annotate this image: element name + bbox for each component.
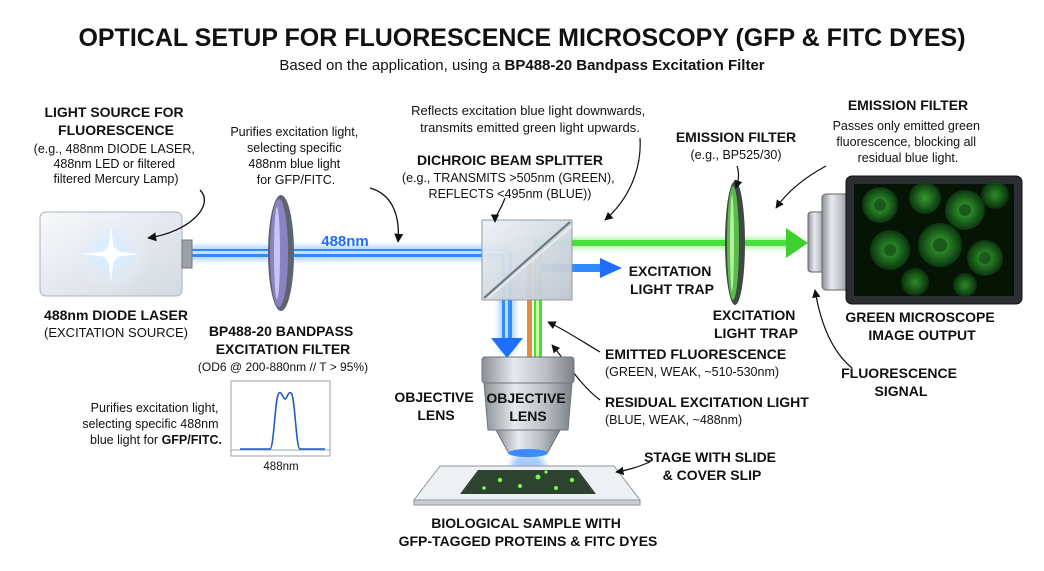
laser-sublabel: (EXCITATION SOURCE) bbox=[44, 325, 188, 340]
excitation-filter-note: Purifies excitation light, selecting spe… bbox=[230, 125, 361, 187]
residual-excitation-detail: (BLUE, WEAK, ~488nm) bbox=[605, 413, 742, 427]
residual-blue-beam bbox=[527, 256, 532, 358]
subtitle-prefix: Based on the application, using a bbox=[279, 57, 504, 74]
emission-filter-heading: EMISSION FILTER bbox=[676, 129, 796, 145]
emitted-fluorescence-pointer bbox=[547, 321, 601, 353]
dichroic-cube bbox=[481, 219, 573, 301]
dichroic-pointer-a bbox=[490, 197, 506, 223]
emission-filter-lens bbox=[725, 181, 745, 305]
dichroic-pointer-b bbox=[604, 137, 641, 221]
page-subtitle: Based on the application, using a BP488-… bbox=[279, 57, 764, 74]
emission-filter-detail: (e.g., BP525/30) bbox=[690, 148, 781, 162]
emission-filter-top-pointer bbox=[775, 165, 827, 209]
excitation-trap-label-2: EXCITATION LIGHT TRAP bbox=[713, 307, 800, 341]
camera bbox=[807, 193, 851, 291]
emitted-fluorescence-detail: (GREEN, WEAK, ~510-530nm) bbox=[605, 365, 779, 379]
dichroic-note: Reflects excitation blue light downwards… bbox=[411, 103, 649, 135]
dichroic-heading: DICHROIC BEAM SPLITTER bbox=[417, 152, 603, 168]
laser-label: 488nm DIODE LASER bbox=[44, 307, 188, 323]
emitted-fluorescence-heading: EMITTED FLUORESCENCE bbox=[605, 346, 786, 362]
light-source-heading: LIGHT SOURCE FOR FLUORESCENCE bbox=[44, 104, 187, 138]
sample-label: BIOLOGICAL SAMPLE WITH GFP-TAGGED PROTEI… bbox=[399, 515, 658, 549]
fluorescence-signal-pointer bbox=[812, 289, 853, 369]
stage-label: STAGE WITH SLIDE & COVER SLIP bbox=[644, 449, 780, 483]
fluorescence-signal-label: FLUORESCENCE SIGNAL bbox=[841, 365, 961, 399]
excitation-filter-spec: (OD6 @ 200-880nm // T > 95%) bbox=[198, 360, 368, 374]
camera-label: GREEN MICROSCOPE IMAGE OUTPUT bbox=[845, 309, 998, 343]
objective-lens bbox=[481, 356, 575, 457]
residual-excitation-heading: RESIDUAL EXCITATION LIGHT bbox=[605, 394, 809, 410]
excitation-filter-lens bbox=[268, 195, 294, 311]
beam-wavelength-label: 488nm bbox=[321, 233, 369, 250]
emission-filter-pointer bbox=[734, 165, 743, 189]
objective-body-label: OBJECTIVE LENS bbox=[486, 390, 569, 424]
stage-slide bbox=[412, 465, 642, 506]
page-title: OPTICAL SETUP FOR FLUORESCENCE MICROSCOP… bbox=[78, 24, 965, 52]
excitation-trap-label: EXCITATION LIGHT TRAP bbox=[629, 263, 716, 297]
objective-side-label: OBJECTIVE LENS bbox=[394, 389, 477, 423]
stage-pointer bbox=[615, 461, 651, 476]
laser-source bbox=[39, 211, 193, 297]
dichroic-detail: (e.g., TRANSMITS >505nm (GREEN), REFLECT… bbox=[402, 171, 618, 201]
monitor-image bbox=[845, 175, 1023, 305]
excitation-filter-heading: BP488-20 BANDPASS EXCITATION FILTER bbox=[209, 323, 357, 357]
spectrum-note: Purifies excitation light, selecting spe… bbox=[82, 401, 222, 447]
spectrum-axis-label: 488nm bbox=[263, 461, 298, 473]
subtitle-bold: BP488-20 Bandpass Excitation Filter bbox=[505, 57, 765, 74]
beam-pointer bbox=[369, 187, 404, 243]
emission-filter-top-detail: Passes only emitted green fluorescence, … bbox=[833, 119, 984, 165]
spectrum-curve bbox=[240, 391, 325, 450]
light-source-pointer bbox=[147, 189, 205, 242]
emission-filter-top-heading: EMISSION FILTER bbox=[848, 97, 968, 113]
light-source-detail: (e.g., 488nm DIODE LASER, 488nm LED or f… bbox=[34, 142, 199, 186]
spectrum-inset bbox=[230, 380, 331, 457]
